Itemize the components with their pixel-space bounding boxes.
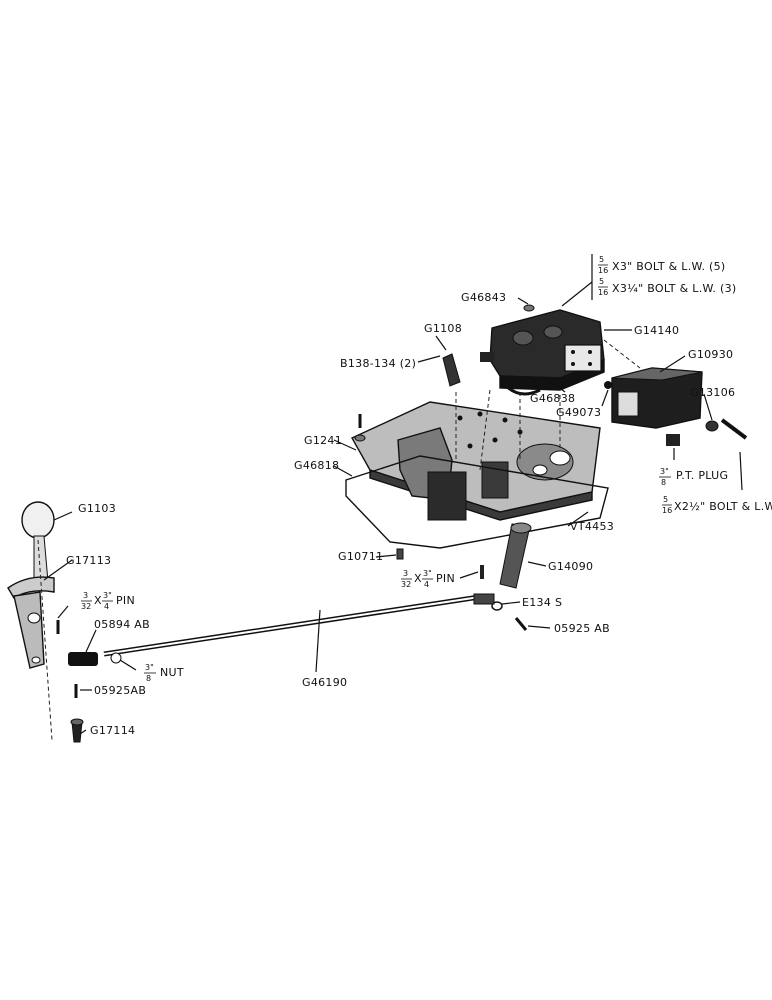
- svg-text:16: 16: [598, 288, 608, 297]
- label-g1241: G1241: [304, 434, 342, 447]
- label-pin-left: PIN: [116, 594, 135, 607]
- label-g13106: G13106: [690, 386, 735, 399]
- bolt-spec-1: 5 16 X3" BOLT & L.W. (5): [598, 255, 726, 275]
- svg-text:3": 3": [103, 591, 112, 600]
- label-o5925ab-right: 05925 AB: [554, 622, 610, 635]
- label-nut: NUT: [160, 666, 184, 679]
- label-e134s: E134 S: [522, 596, 562, 609]
- label-g1108: G1108: [424, 322, 462, 335]
- svg-text:5: 5: [599, 277, 604, 286]
- clevis-05894ab: [68, 652, 98, 666]
- pin-g10711: [396, 548, 404, 560]
- svg-text:3": 3": [145, 663, 154, 672]
- bolt-spec-3: 5 16 X2½" BOLT & L.W.(4): [662, 495, 772, 515]
- svg-text:16: 16: [662, 506, 672, 515]
- label-g17113: G17113: [66, 554, 111, 567]
- svg-text:32: 32: [81, 602, 91, 611]
- label-bolt-2: X3¼" BOLT & L.W. (3): [612, 282, 736, 295]
- svg-text:8: 8: [661, 478, 666, 487]
- svg-text:5: 5: [663, 495, 668, 504]
- plug-g49073: [604, 381, 612, 389]
- svg-text:3": 3": [660, 467, 669, 476]
- bolt-right: [720, 418, 748, 440]
- label-bolt-3: X2½" BOLT & L.W.(4): [674, 500, 772, 513]
- washer-g46843: [523, 304, 535, 312]
- pt-plug: [666, 434, 680, 446]
- label-pin-right: PIN: [436, 572, 455, 585]
- bolt-o5925-right: [514, 617, 528, 631]
- control-plate: [351, 401, 601, 521]
- svg-text:5: 5: [599, 255, 604, 264]
- washer-e134s: [491, 601, 503, 611]
- lever-g1108: [442, 353, 461, 387]
- svg-text:3": 3": [423, 569, 432, 578]
- label-bolt-1: X3" BOLT & L.W. (5): [612, 260, 726, 273]
- svg-text:X: X: [94, 594, 102, 607]
- label-g1103: G1103: [78, 502, 116, 515]
- label-g10930: G10930: [688, 348, 733, 361]
- block-g10930: [611, 367, 703, 429]
- svg-text:16: 16: [598, 266, 608, 275]
- svg-text:3: 3: [403, 569, 408, 578]
- pin-right: [480, 565, 484, 579]
- label-vt4453: VT4453: [570, 520, 614, 533]
- label-g46818: G46818: [294, 459, 339, 472]
- label-o5894ab: 05894 AB: [94, 618, 150, 631]
- label-g46190: G46190: [302, 676, 347, 689]
- svg-text:X: X: [414, 572, 422, 585]
- svg-text:32: 32: [401, 580, 411, 589]
- label-b138-134: B138-134 (2): [340, 357, 416, 370]
- label-pt-plug: P.T. PLUG: [676, 469, 728, 482]
- label-g46838: G46838: [530, 392, 575, 405]
- label-o5925ab-left: 05925AB: [94, 684, 146, 697]
- frac-nut: 3" 8: [144, 663, 156, 683]
- frac-pt-plug: 3" 8: [659, 467, 671, 487]
- svg-text:4: 4: [424, 580, 429, 589]
- label-g14140: G14140: [634, 324, 679, 337]
- nut: [110, 652, 122, 664]
- link-g14090: [499, 523, 531, 589]
- valve-body: [480, 309, 605, 396]
- washer-g13106: [705, 420, 719, 432]
- washer-plate: [354, 434, 366, 442]
- label-g10711: G10711: [338, 550, 383, 563]
- frac-pin-left: 3 32 X 3" 4: [81, 591, 113, 611]
- svg-text:4: 4: [104, 602, 109, 611]
- label-g46843: G46843: [461, 291, 506, 304]
- label-g17114: G17114: [90, 724, 135, 737]
- label-g14090: G14090: [548, 560, 593, 573]
- frac-pin-right: 3 32 X 3" 4: [401, 569, 433, 589]
- shift-lever: [7, 501, 122, 743]
- label-g49073: G49073: [556, 406, 601, 419]
- bolt-spec-2: 5 16 X3¼" BOLT & L.W. (3): [598, 277, 736, 297]
- svg-text:3: 3: [83, 591, 88, 600]
- svg-text:8: 8: [146, 674, 151, 683]
